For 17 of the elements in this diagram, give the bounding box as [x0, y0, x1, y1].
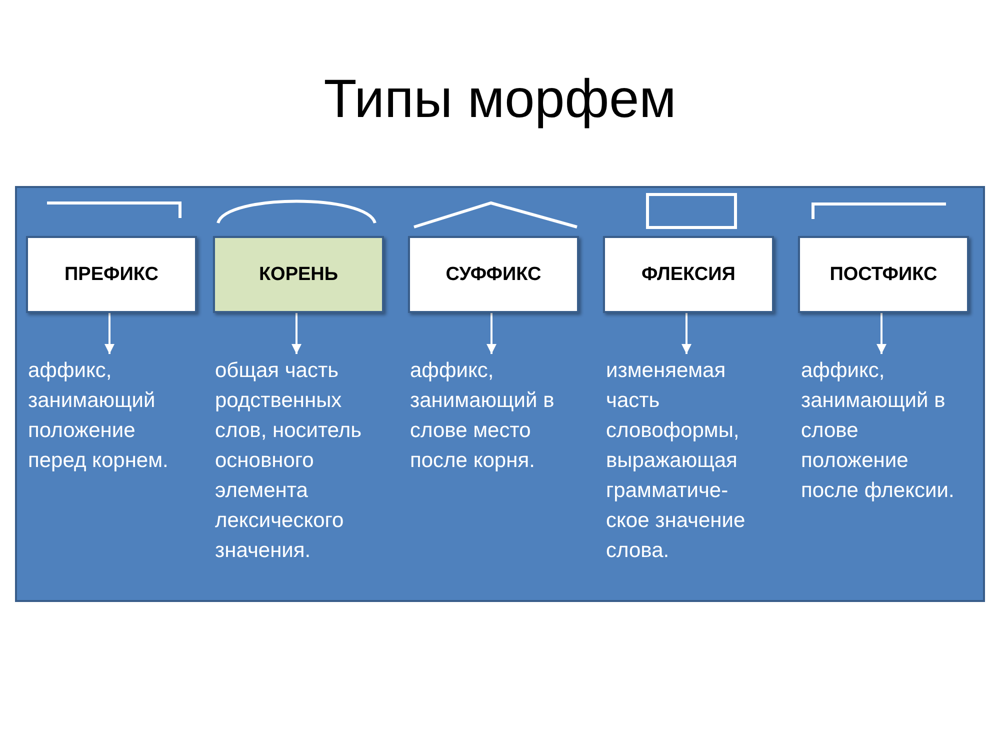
arrow — [876, 310, 886, 354]
arrow — [486, 310, 496, 354]
description-text: изменяемая часть словоформы, выражающая грамматиче- ское значение слова. — [606, 356, 758, 566]
arrow — [104, 310, 114, 354]
description-text: общая часть родственных слов, носитель основного элемента лексического значения. — [215, 356, 377, 566]
description-text: аффикс, занимающий в слове положение после флексии. — [801, 356, 961, 506]
arrow — [682, 310, 692, 354]
morpheme-box: ПОСТФИКС — [798, 236, 969, 313]
diagram-panel — [15, 186, 985, 602]
title: Типы морфем — [324, 68, 676, 131]
morpheme-box: КОРЕНЬ — [213, 236, 384, 313]
arrow — [292, 310, 302, 354]
description-text: аффикс, занимающий положение перед корнем. — [28, 356, 188, 476]
morpheme-box: ПРЕФИКС — [26, 236, 197, 313]
morpheme-box: СУФФИКС — [408, 236, 579, 313]
description-text: аффикс, занимающий в слове место после корня. — [410, 356, 570, 476]
morpheme-box: ФЛЕКСИЯ — [603, 236, 774, 313]
